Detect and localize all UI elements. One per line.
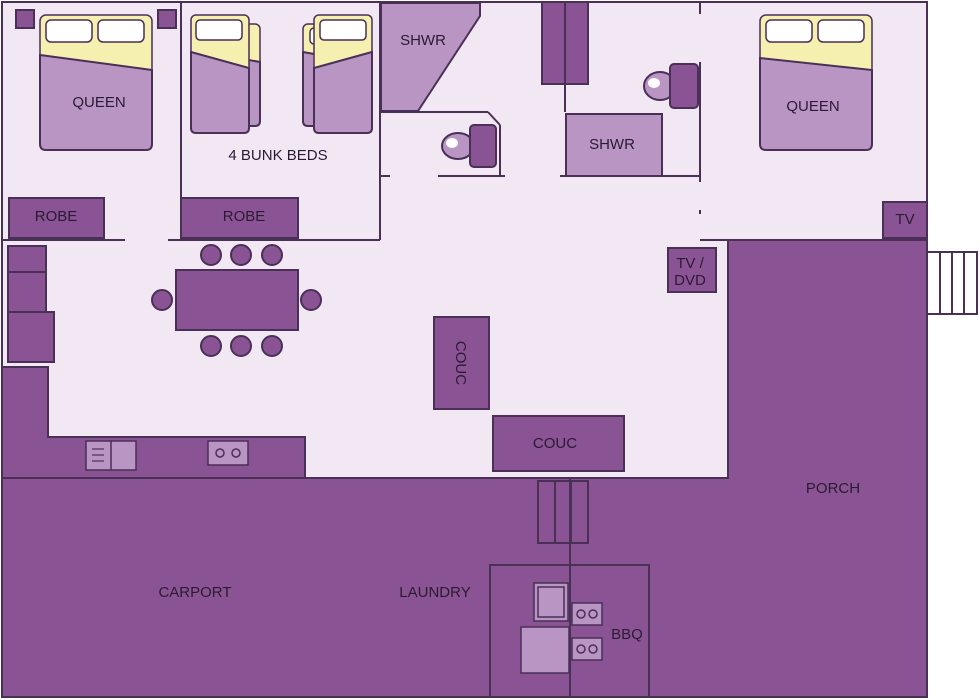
label-tv: TV xyxy=(895,211,914,228)
label-queen-right: QUEEN xyxy=(786,98,839,115)
label-shower-1: SHWR xyxy=(400,32,446,49)
shower-1: SHWR xyxy=(380,2,481,112)
toilet-icon-1 xyxy=(441,124,497,168)
label-shower-2: SHWR xyxy=(589,136,635,153)
label-queen-left: QUEEN xyxy=(72,94,125,111)
tv-unit: TV xyxy=(882,201,928,239)
cooktop-icon xyxy=(207,440,249,466)
label-robe-left: ROBE xyxy=(35,208,78,225)
queen-bed-right: QUEEN xyxy=(759,14,873,151)
label-carport: CARPORT xyxy=(158,584,231,601)
label-bunk-beds: 4 BUNK BEDS xyxy=(228,147,327,164)
label-laundry: LAUNDRY xyxy=(399,584,470,601)
wardrobe-top xyxy=(541,1,589,85)
toilet-icon-2 xyxy=(643,63,699,109)
label-tv-dvd-line2: DVD xyxy=(674,272,706,289)
label-tv-dvd-line1: TV / xyxy=(676,255,704,272)
tv-dvd-unit: TV / DVD xyxy=(667,247,717,293)
label-couch-horizontal: COUC xyxy=(533,435,577,452)
robe-left: ROBE xyxy=(8,197,105,239)
label-couch-vertical: COUC xyxy=(452,341,469,385)
dining-table xyxy=(151,244,322,357)
label-robe-mid: ROBE xyxy=(223,208,266,225)
bbq-grill-icon xyxy=(571,602,603,661)
bunk-beds: 4 BUNK BEDS xyxy=(190,14,373,164)
back-steps xyxy=(537,480,589,544)
shower-2: SHWR xyxy=(565,113,663,177)
couch-vertical: COUC xyxy=(433,316,490,410)
sink-icon xyxy=(85,440,137,471)
label-porch: PORCH xyxy=(806,480,860,497)
label-bbq: BBQ xyxy=(611,626,643,643)
couch-horizontal: COUC xyxy=(492,415,625,472)
queen-bed-left: QUEEN xyxy=(15,9,177,151)
robe-mid: ROBE xyxy=(180,197,299,239)
porch-steps xyxy=(926,251,978,315)
laundry-enclosure xyxy=(489,564,650,698)
